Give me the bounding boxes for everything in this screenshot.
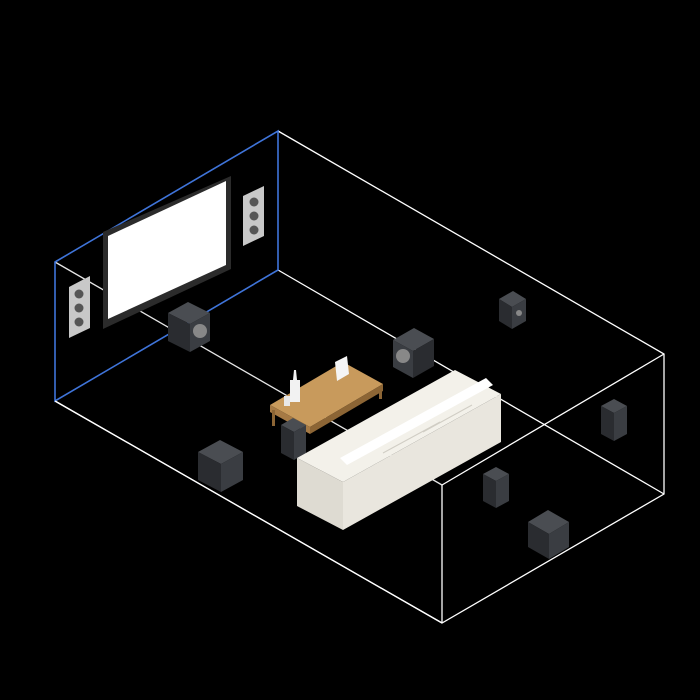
front-right-speaker: [243, 186, 264, 246]
projection-screen: [103, 176, 231, 329]
room-top-right-edge: [441, 353, 665, 486]
floor-speaker-lf-left: [198, 452, 221, 492]
floor-speaker-rr-right: [549, 522, 569, 559]
center-floor-speaker-left: [281, 425, 294, 460]
front-right-driver-top: [249, 197, 259, 207]
subwoofer-center-top: [393, 328, 434, 351]
floor-speaker-rw-left: [601, 406, 614, 441]
room-near-floor-edge: [54, 400, 443, 624]
sofa-backrest: [340, 378, 493, 465]
front-left-speaker: [69, 276, 90, 338]
sofa-cushion-line: [382, 421, 441, 454]
subwoofer-center-right: [413, 339, 434, 378]
center-floor-speaker-top: [281, 418, 306, 432]
sofa-front-right: [343, 394, 501, 530]
rear-speaker-top: [499, 291, 526, 307]
sofa-cushion-line: [422, 404, 473, 433]
rear-speaker-driver: [516, 310, 522, 316]
subwoofer-front-top: [168, 302, 210, 324]
coffee-table-side: [310, 384, 383, 434]
front-left-driver-top: [74, 289, 84, 299]
coffee-table-top: [270, 362, 383, 427]
center-floor-speaker: [281, 418, 306, 460]
front-wall-outline: [54, 129, 279, 403]
cup-icon: [284, 396, 290, 406]
floor-speaker-rw-right: [614, 406, 627, 441]
subwoofer-front: [168, 302, 210, 352]
rear-speaker-left: [499, 299, 512, 329]
floor-speaker-rear-center: [483, 467, 509, 508]
screen-surface: [108, 181, 226, 319]
subwoofer-center-driver: [396, 349, 410, 363]
photo-frame-icon: [335, 356, 349, 381]
sofa: [297, 370, 501, 530]
floor-speaker-right-wall: [601, 399, 627, 441]
floor-speaker-left-front: [198, 440, 243, 492]
front-right-driver-mid: [249, 211, 259, 221]
coffee-table-leg: [272, 410, 275, 426]
front-left-driver-bottom: [74, 317, 84, 327]
rear-surround-speaker: [499, 291, 526, 329]
floor-speaker-rr-left: [528, 522, 549, 559]
vase-icon: [290, 370, 300, 402]
front-left-driver-mid: [74, 303, 84, 313]
floor-speaker-rear-right: [528, 510, 569, 559]
floor-speaker-rr-top: [528, 510, 569, 534]
room-front-edges: [54, 400, 443, 624]
center-floor-speaker-right: [294, 425, 306, 460]
floor-speaker-lf-right: [221, 452, 243, 492]
floor-speaker-rc-left: [483, 474, 496, 508]
subwoofer-center: [393, 328, 434, 378]
floor-speaker-rc-right: [496, 474, 509, 508]
sofa-front-left: [297, 458, 343, 530]
front-right-driver-bottom: [249, 225, 259, 235]
coffee-table-leg: [379, 389, 382, 399]
subwoofer-front-left: [168, 313, 190, 352]
floor-speaker-lf-top: [198, 440, 243, 464]
subwoofer-front-driver: [193, 324, 207, 338]
front-wall: [54, 129, 279, 403]
